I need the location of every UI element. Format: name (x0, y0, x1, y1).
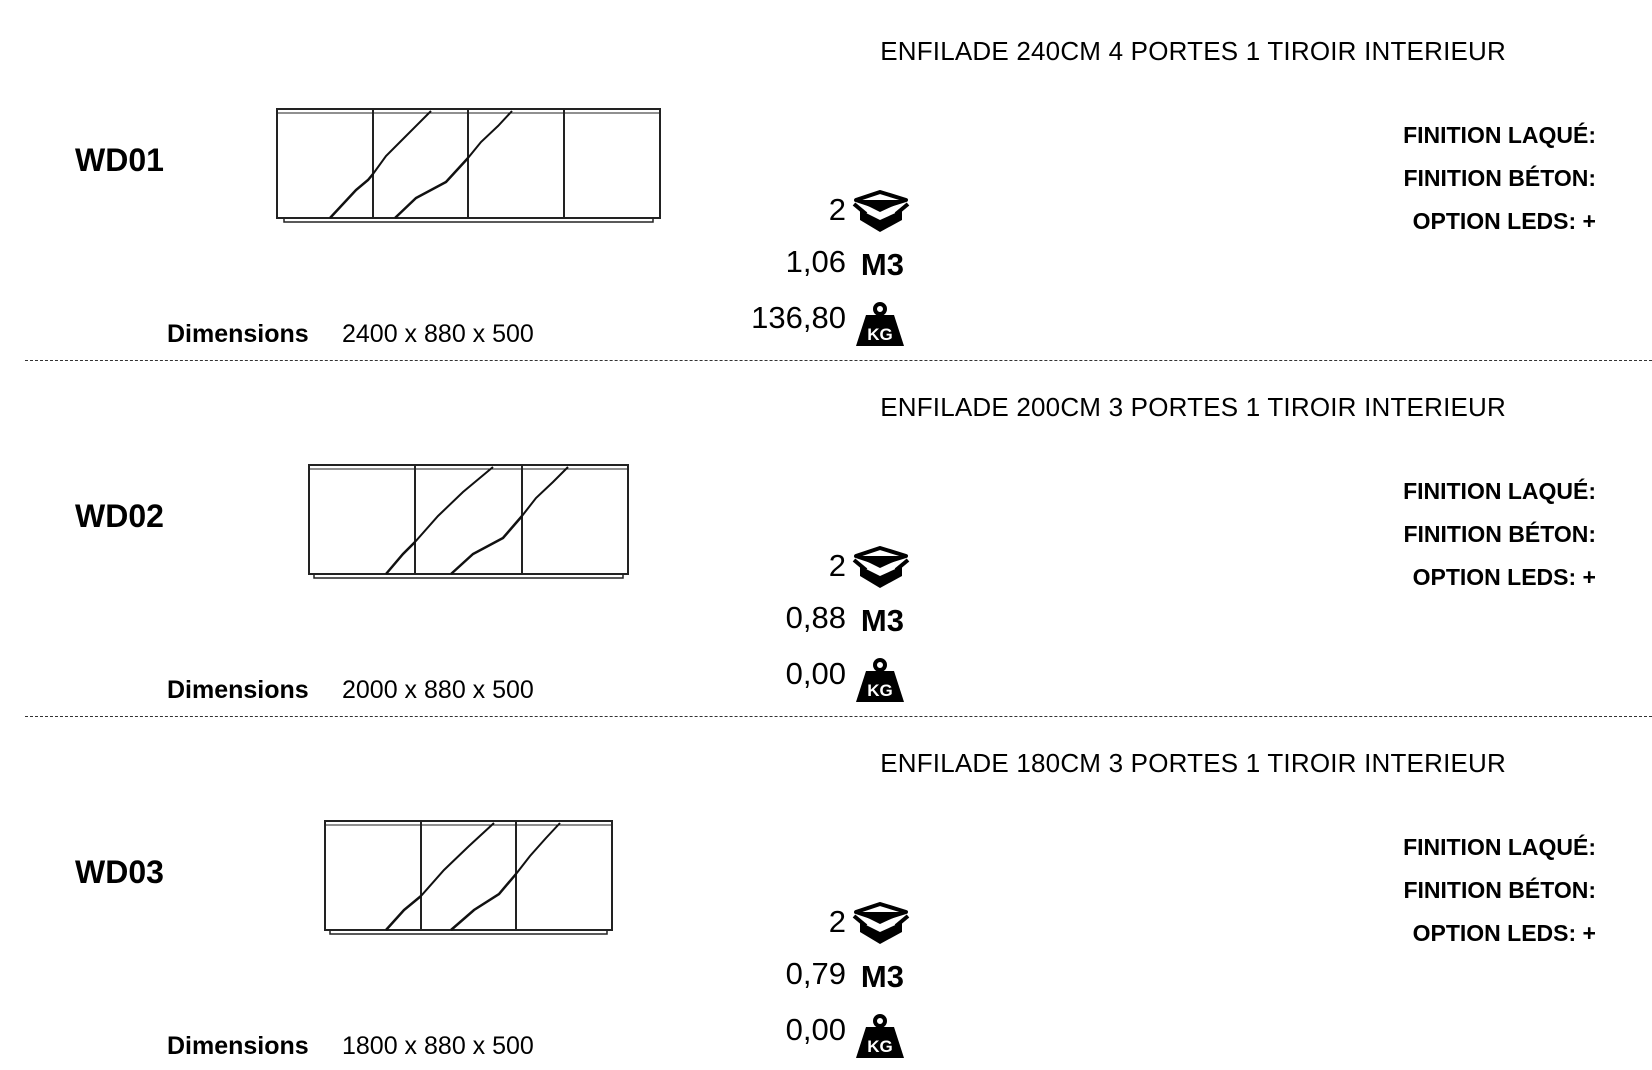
row-divider (25, 716, 1652, 717)
finish-options: FINITION LAQUÉ: FINITION BÉTON: OPTION L… (1403, 118, 1596, 247)
sideboard-drawing (276, 108, 661, 223)
box-count: 2 (828, 192, 846, 227)
dimensions-label: Dimensions (167, 1032, 309, 1060)
product-title: ENFILADE 200CM 3 PORTES 1 TIROIR INTERIE… (880, 392, 1506, 422)
volume-value: 1,06 (785, 244, 846, 279)
option-leds: OPTION LEDS: + (1412, 564, 1596, 590)
product-code: WD02 (75, 498, 164, 534)
weight-value: 0,00 (785, 1012, 846, 1047)
weight-value: 0,00 (785, 656, 846, 691)
dimensions-label: Dimensions (167, 676, 309, 704)
weight-value: 136,80 (751, 300, 846, 335)
finish-laque: FINITION LAQUÉ: (1403, 478, 1596, 504)
volume-unit: M3 (860, 959, 904, 994)
volume-unit: M3 (860, 603, 904, 638)
dimensions-value: 2400 x 880 x 500 (342, 320, 534, 348)
dimensions-value: 1800 x 880 x 500 (342, 1032, 534, 1060)
box-count: 2 (828, 904, 846, 939)
sideboard-drawing (308, 464, 629, 579)
option-leds: OPTION LEDS: + (1412, 920, 1596, 946)
finish-beton: FINITION BÉTON: (1403, 877, 1596, 903)
svg-text:KG: KG (867, 1037, 893, 1056)
svg-text:KG: KG (867, 681, 893, 700)
option-leds: OPTION LEDS: + (1412, 208, 1596, 234)
weight-kg-icon: KG (856, 302, 904, 346)
dimensions-value: 2000 x 880 x 500 (342, 676, 534, 704)
finish-options: FINITION LAQUÉ: FINITION BÉTON: OPTION L… (1403, 830, 1596, 959)
finish-laque: FINITION LAQUÉ: (1403, 834, 1596, 860)
weight-kg-icon: KG (856, 658, 904, 702)
product-title: ENFILADE 180CM 3 PORTES 1 TIROIR INTERIE… (880, 748, 1506, 778)
product-code: WD03 (75, 854, 164, 890)
row-divider (25, 360, 1652, 361)
sideboard-drawing (324, 820, 613, 935)
finish-laque: FINITION LAQUÉ: (1403, 122, 1596, 148)
volume-value: 0,79 (785, 956, 846, 991)
shipping-stats: 2 0,88 M3 0,00 KG (660, 356, 910, 711)
box-icon (852, 546, 910, 588)
shipping-stats: 2 0,79 M3 0,00 KG (660, 712, 910, 1067)
product-row: ENFILADE 180CM 3 PORTES 1 TIROIR INTERIE… (0, 712, 1652, 1067)
product-row: ENFILADE 240CM 4 PORTES 1 TIROIR INTERIE… (0, 0, 1652, 355)
finish-options: FINITION LAQUÉ: FINITION BÉTON: OPTION L… (1403, 474, 1596, 603)
volume-unit: M3 (860, 247, 904, 282)
finish-beton: FINITION BÉTON: (1403, 165, 1596, 191)
box-count: 2 (828, 548, 846, 583)
product-row: ENFILADE 200CM 3 PORTES 1 TIROIR INTERIE… (0, 356, 1652, 711)
shipping-stats: 2 1,06 M3 136,80 KG (660, 0, 910, 355)
volume-value: 0,88 (785, 600, 846, 635)
product-title: ENFILADE 240CM 4 PORTES 1 TIROIR INTERIE… (880, 36, 1506, 66)
box-icon (852, 190, 910, 232)
svg-text:KG: KG (867, 325, 893, 344)
product-code: WD01 (75, 142, 164, 178)
dimensions-label: Dimensions (167, 320, 309, 348)
finish-beton: FINITION BÉTON: (1403, 521, 1596, 547)
box-icon (852, 902, 910, 944)
weight-kg-icon: KG (856, 1014, 904, 1058)
